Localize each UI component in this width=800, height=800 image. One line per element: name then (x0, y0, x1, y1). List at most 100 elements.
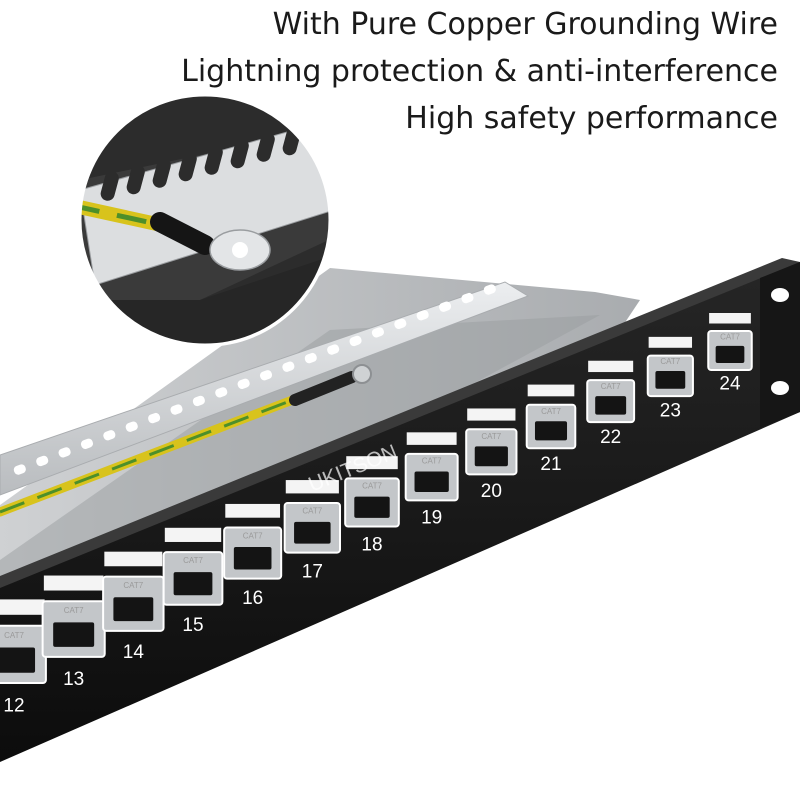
panel-top-edge (0, 258, 800, 588)
rj45-opening (53, 622, 95, 647)
inset-lug-hole (232, 242, 248, 258)
keystone-port: CAT7 13 (41, 575, 106, 690)
port-label-strip (285, 480, 339, 494)
rj45-opening (414, 471, 449, 493)
inset-grounding-wire-stripe (80, 202, 176, 231)
cable-bar-slot (461, 292, 474, 304)
port-number: 20 (481, 481, 502, 502)
cable-bar-slot (371, 327, 384, 338)
port-label-strip (648, 336, 693, 348)
port-label-strip (225, 503, 281, 518)
port-label-strip (467, 408, 516, 421)
rj45-opening (715, 345, 745, 363)
jack-category-label: CAT7 (64, 606, 84, 615)
port-number: 17 (302, 561, 323, 582)
inset-wire-sleeve (150, 212, 215, 255)
port-row: CAT712CAT713CAT714CAT715CAT716CAT717CAT7… (0, 313, 753, 717)
cable-bar-slot (349, 335, 362, 347)
cable-bar-slot (327, 344, 340, 355)
rj45-opening (354, 496, 390, 518)
cable-bar-slot (80, 438, 94, 449)
port-number: 23 (660, 400, 681, 421)
inset-bar-slot (308, 119, 327, 149)
port-number: 12 (3, 696, 24, 717)
cable-bar-slot (13, 464, 26, 475)
port-label-strip (104, 551, 163, 567)
inset-bar-slot (230, 138, 249, 169)
port-label-strip (164, 527, 222, 542)
cable-bar-slot (483, 284, 496, 295)
cable-bar-slot (416, 310, 429, 321)
rj45-opening (655, 370, 686, 389)
port-label-strip (527, 384, 575, 397)
cable-bar-slot (259, 370, 273, 381)
cable-bar-slot (170, 404, 183, 415)
cable-bar-slot (237, 378, 250, 389)
cable-bar-slot (304, 352, 317, 364)
cable-bar-slot (192, 395, 205, 407)
port-number: 21 (540, 454, 561, 475)
inset-bar-slot (204, 145, 223, 175)
jack-category-label: CAT7 (601, 382, 621, 391)
cable-bar-slot (103, 430, 116, 441)
port-number: 13 (63, 669, 84, 690)
port-label-strip (709, 313, 751, 324)
keystone-port: CAT7 21 (525, 384, 577, 475)
jack-category-label: CAT7 (4, 631, 24, 640)
jack-category-label: CAT7 (302, 506, 322, 515)
rj45-opening (173, 572, 213, 596)
port-label-strip (0, 599, 45, 615)
jack-category-label: CAT7 (183, 556, 203, 565)
rj45-opening (0, 647, 36, 673)
port-label-strip (406, 432, 457, 445)
rj45-opening (474, 446, 508, 467)
cable-management-bar (0, 281, 530, 496)
inset-bar-slot (100, 171, 119, 201)
inset-bar-slot (178, 151, 197, 182)
cable-bar-slot (282, 361, 295, 372)
inset-bar-slot (126, 164, 145, 195)
jack-category-label: CAT7 (481, 432, 501, 441)
port-number: 24 (719, 374, 741, 395)
port-number: 14 (123, 642, 145, 663)
keystone-port: CAT7 24 (707, 313, 753, 395)
port-number: 19 (421, 508, 442, 529)
cable-bar-slot (125, 421, 138, 432)
cable-bar-slot (36, 455, 49, 467)
jack-category-label: CAT7 (541, 407, 561, 416)
jack-category-label: CAT7 (660, 357, 680, 366)
inset-bar-slot (152, 158, 171, 188)
rj45-opening (113, 597, 154, 622)
cable-bar-slot (148, 412, 161, 424)
port-label-strip (346, 456, 398, 470)
port-label-strip (588, 360, 634, 373)
jack-category-label: CAT7 (243, 531, 263, 540)
wire-sleeve (289, 371, 358, 406)
keystone-port: CAT7 16 (223, 503, 283, 609)
cable-bar-slot (58, 447, 71, 458)
rack-ear-hole-bottom (771, 381, 789, 395)
keystone-port: CAT7 17 (283, 480, 342, 582)
grounding-wire-stripe (0, 376, 351, 514)
headline-line-2: Lightning protection & anti-interference (181, 54, 778, 89)
keystone-port: CAT7 20 (465, 408, 518, 502)
rj45-opening (294, 521, 331, 544)
jack-category-label: CAT7 (362, 482, 382, 491)
headline-line-1: With Pure Copper Grounding Wire (272, 7, 778, 42)
cable-bar-slot (394, 318, 407, 329)
jack-category-label: CAT7 (720, 332, 740, 341)
ground-lug (352, 364, 372, 384)
rj45-opening (534, 421, 568, 441)
cable-bar-slots (13, 284, 496, 475)
port-number: 16 (242, 588, 263, 609)
keystone-port: CAT7 23 (646, 336, 694, 421)
inset-bar-slot (256, 132, 275, 162)
port-label-strip (43, 575, 104, 591)
cable-bar-slot (215, 387, 228, 398)
cable-bar-slot (439, 301, 452, 312)
